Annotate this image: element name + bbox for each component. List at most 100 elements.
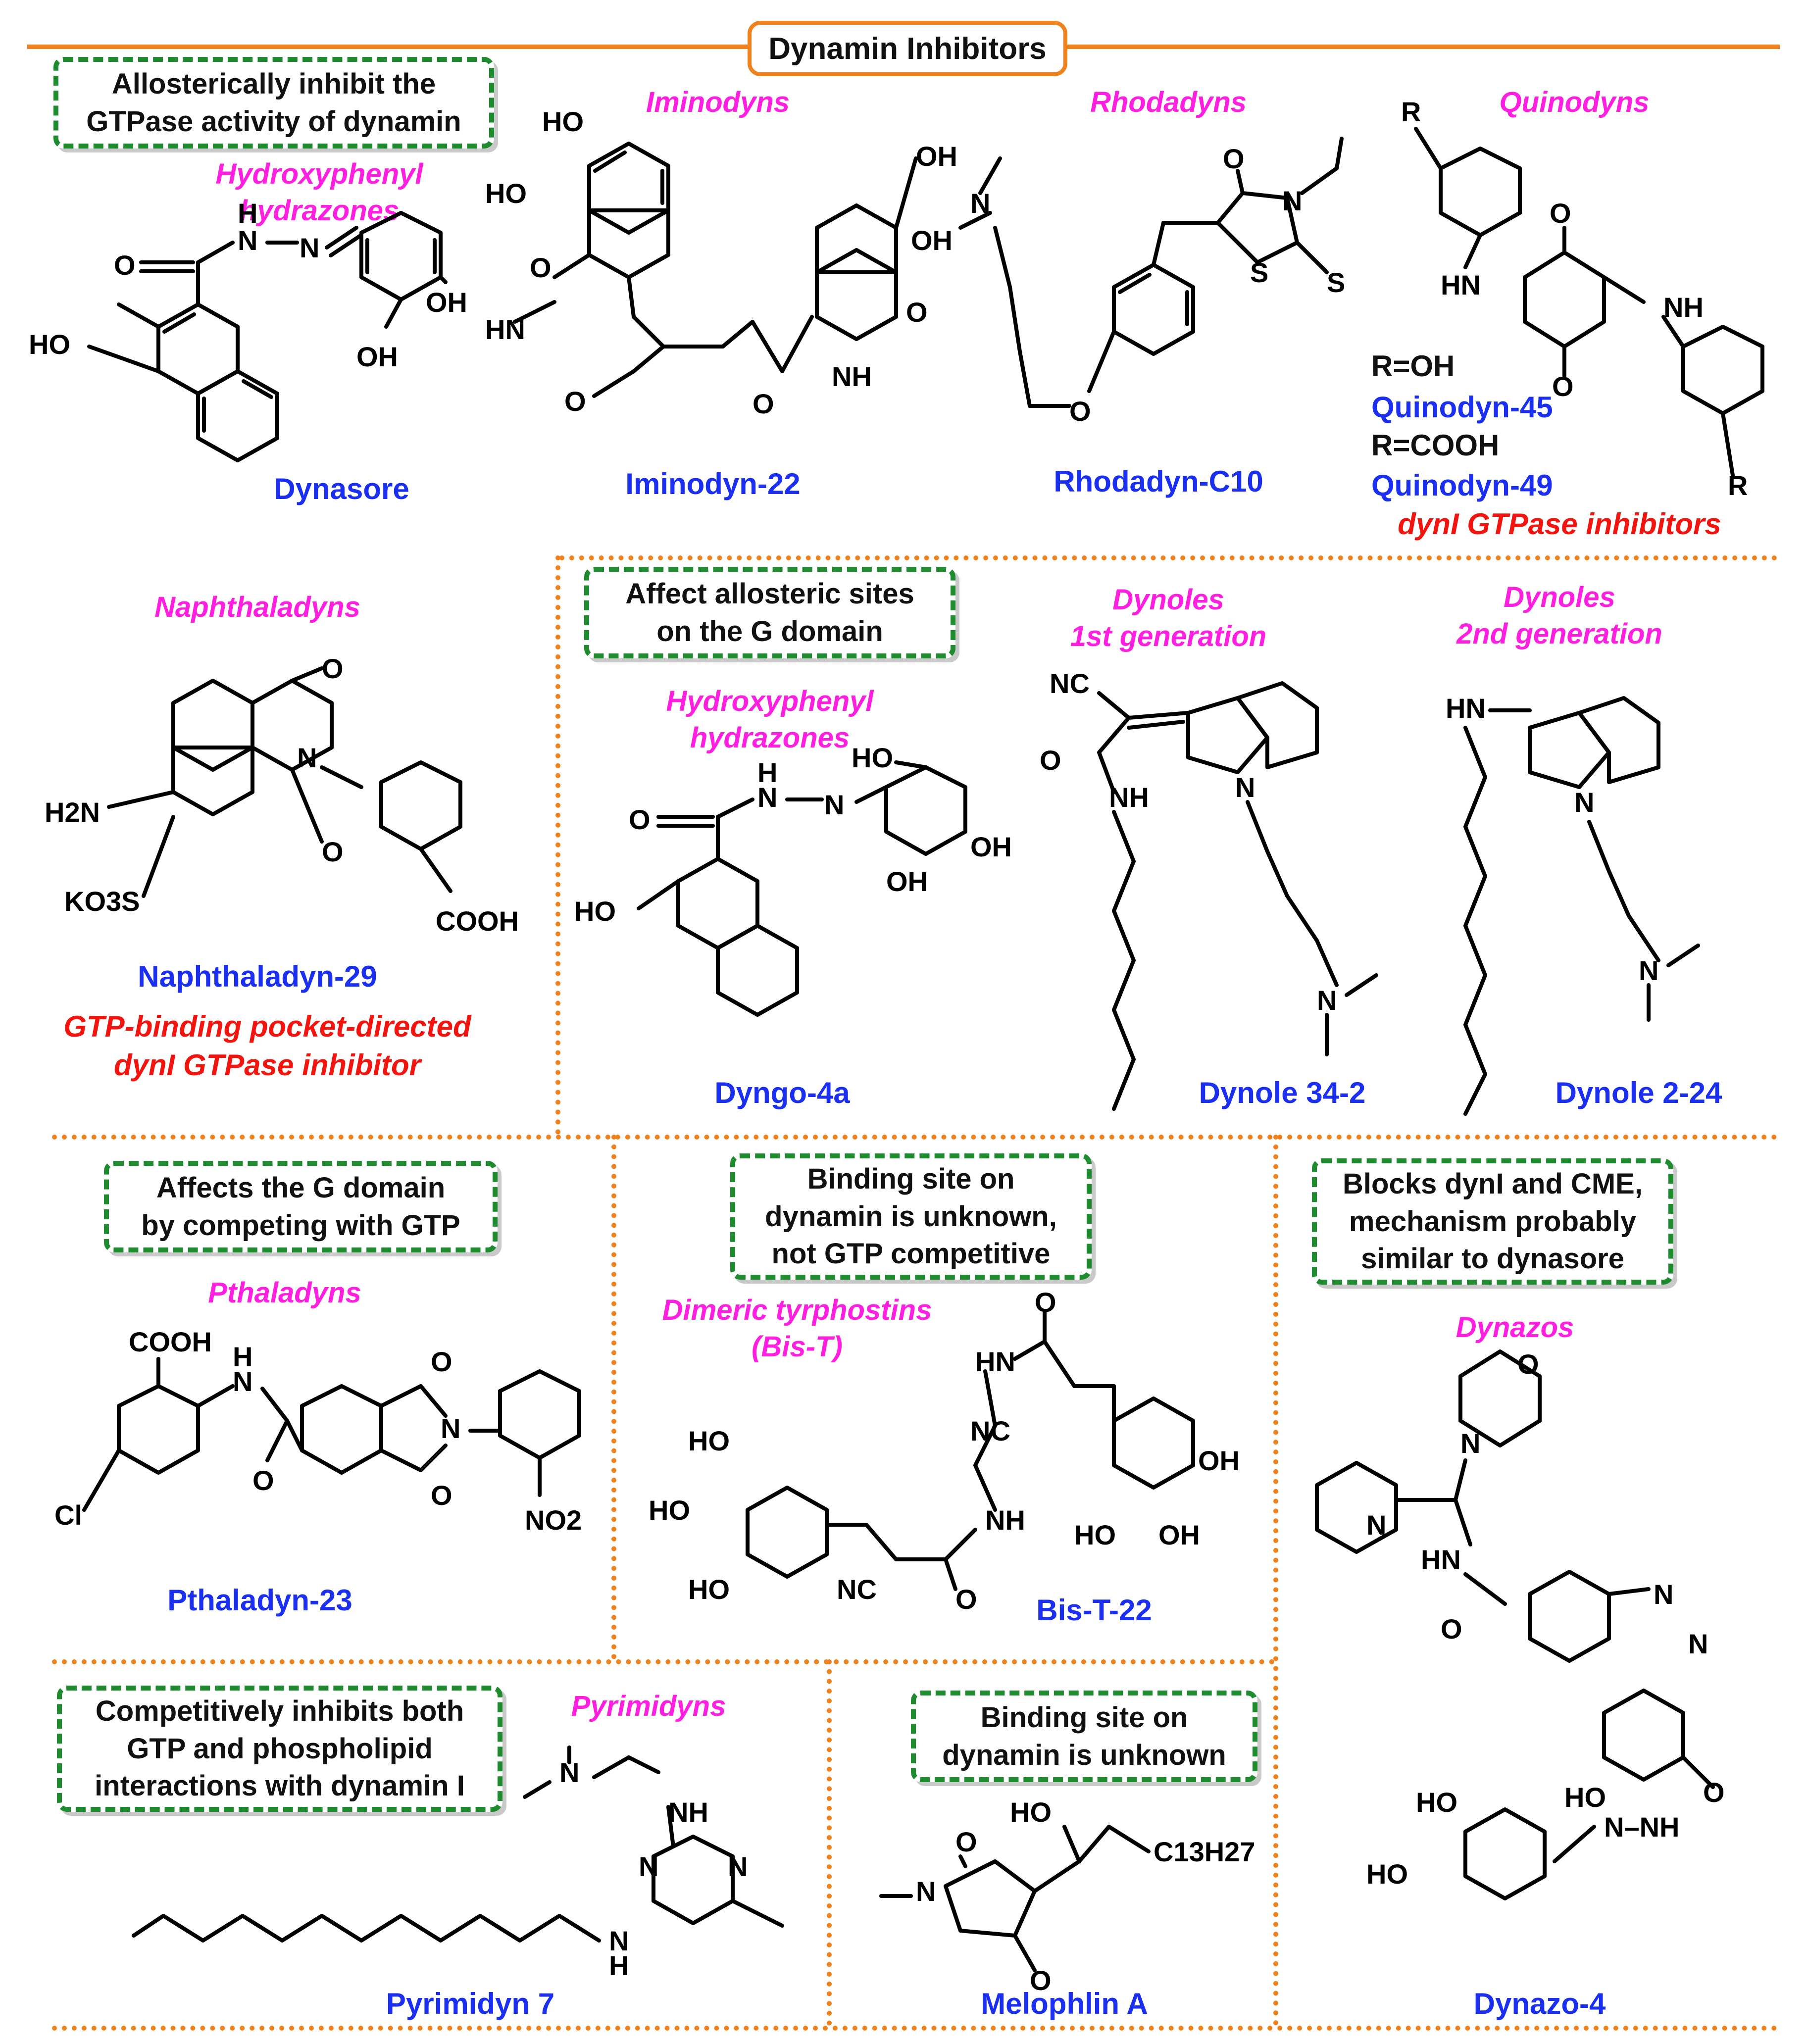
compound-bis-t-22: Bis-T-22: [1036, 1594, 1152, 1627]
svg-text:NC: NC: [1050, 668, 1090, 699]
svg-text:O: O: [1550, 198, 1571, 229]
svg-text:HO: HO: [688, 1425, 730, 1456]
mechanism-unknown-not-competitive: Binding site on dynamin is unknown, not …: [730, 1153, 1092, 1280]
mechanism-unknown: Binding site on dynamin is unknown: [911, 1691, 1257, 1782]
svg-text:O: O: [1223, 143, 1245, 174]
mechanism-blocks-cme: Blocks dynI and CME, mechanism probably …: [1312, 1158, 1673, 1285]
svg-text:R: R: [1401, 96, 1421, 127]
class-quinodyns: Quinodyns: [1499, 86, 1650, 118]
svg-text:O: O: [1040, 745, 1061, 776]
svg-text:N: N: [300, 232, 319, 263]
svg-text:OH: OH: [356, 341, 398, 372]
svg-text:OH: OH: [911, 225, 953, 256]
mechanism-competitive-both: Competitively inhibits both GTP and phos…: [57, 1686, 502, 1812]
svg-text:H: H: [233, 1341, 252, 1372]
class-dynoles-1st: Dynoles 1st generation: [1070, 584, 1267, 653]
svg-text:O: O: [114, 249, 136, 281]
compound-iminodyn-22: Iminodyn-22: [625, 467, 801, 500]
svg-text:O: O: [252, 1465, 274, 1496]
mechanism-compete-gtp: Affects the G domain by competing with G…: [104, 1161, 498, 1252]
class-hydroxyphenyl-hydrazones-2: Hydroxyphenyl hydrazones: [666, 685, 874, 754]
structure-dynole-2-24: HN N N: [1446, 693, 1700, 1116]
svg-text:KO3S: KO3S: [64, 886, 140, 917]
divider-row1: [559, 555, 1777, 560]
class-pthaladyns: Pthaladyns: [208, 1277, 361, 1309]
class-hydroxyphenyl-hydrazones-1: Hydroxyphenyl hydrazones: [215, 158, 423, 227]
mechanism-allosteric-g-domain: Affect allosteric sites on the G domain: [584, 567, 955, 658]
svg-text:N: N: [1317, 985, 1337, 1016]
class-iminodyns: Iminodyns: [646, 86, 790, 118]
svg-text:N: N: [233, 1366, 252, 1397]
svg-text:NH: NH: [832, 361, 872, 392]
compound-dynole-34-2: Dynole 34-2: [1199, 1076, 1366, 1109]
svg-text:NO2: NO2: [525, 1504, 582, 1536]
svg-text:OH: OH: [916, 141, 957, 172]
compound-dynole-2-24: Dynole 2-24: [1555, 1076, 1722, 1109]
svg-text:O: O: [322, 653, 344, 684]
mechanism-allosteric-gtpase: Allosterically inhibit the GTPase activi…: [53, 57, 494, 149]
svg-text:COOH: COOH: [436, 905, 519, 937]
svg-text:HO: HO: [1074, 1519, 1116, 1550]
structure-pthaladyn-23: COOH Cl HN O O O N NO2: [54, 1326, 582, 1536]
svg-text:OH: OH: [1158, 1519, 1200, 1550]
compound-quinodyn-49: Quinodyn-49: [1371, 469, 1553, 502]
svg-text:N: N: [1282, 185, 1302, 216]
svg-text:HN: HN: [1441, 269, 1481, 300]
divider-row2: [52, 1135, 1777, 1140]
structure-dynasore: HO O N H N OH OH: [29, 198, 467, 462]
class-naphthaladyns: Naphthaladyns: [154, 591, 360, 623]
svg-text:HN: HN: [1421, 1544, 1461, 1575]
svg-text:N: N: [757, 782, 777, 813]
compound-melophlin-a: Melophlin A: [981, 1987, 1148, 2020]
compound-naphthaladyn-29: Naphthaladyn-29: [138, 960, 377, 993]
svg-text:O: O: [1035, 1287, 1056, 1318]
svg-text:N: N: [1639, 955, 1658, 986]
svg-text:N: N: [1460, 1428, 1480, 1459]
compound-dynasore: Dynasore: [274, 472, 409, 505]
svg-text:NH: NH: [1663, 292, 1704, 323]
svg-text:N: N: [609, 1925, 629, 1956]
note-naphthaladyn: GTP-binding pocket-directed dynI GTPase …: [63, 1010, 471, 1082]
svg-text:H: H: [757, 757, 777, 788]
quinodyn-r-oh: R=OH: [1371, 349, 1455, 383]
svg-text:HO: HO: [542, 106, 584, 137]
svg-text:OH: OH: [886, 866, 928, 897]
svg-text:Cl: Cl: [54, 1499, 82, 1531]
svg-text:HN: HN: [975, 1346, 1015, 1377]
svg-text:O: O: [1069, 396, 1091, 427]
svg-text:N: N: [1688, 1628, 1708, 1659]
svg-text:H: H: [238, 198, 257, 229]
class-dimeric-tyrphostins: Dimeric tyrphostins (Bis-T): [662, 1294, 932, 1363]
svg-text:HO: HO: [29, 329, 70, 360]
svg-text:HN: HN: [1446, 693, 1486, 724]
svg-text:NH: NH: [985, 1504, 1025, 1536]
note-quinodyn: dynI GTPase inhibitors: [1398, 507, 1721, 541]
divider-row3: [52, 1659, 1275, 1664]
compound-pthaladyn-23: Pthaladyn-23: [167, 1584, 352, 1617]
structure-dynole-34-2: NC O NH N N: [1040, 668, 1378, 1111]
svg-text:O: O: [1517, 1348, 1539, 1380]
svg-text:N: N: [639, 1851, 658, 1882]
svg-text:O: O: [1552, 371, 1574, 402]
svg-text:O: O: [629, 804, 651, 835]
svg-text:O: O: [431, 1346, 452, 1377]
svg-text:HO: HO: [574, 896, 616, 927]
svg-text:O: O: [1030, 1965, 1052, 1996]
divider-melophlin: [827, 1659, 832, 2026]
svg-text:O: O: [1441, 1613, 1462, 1645]
svg-text:O: O: [530, 252, 552, 283]
svg-text:OH: OH: [970, 831, 1012, 862]
svg-text:OH: OH: [426, 287, 467, 318]
divider-dynazo: [1273, 1135, 1278, 2026]
svg-text:H2N: H2N: [45, 797, 100, 828]
svg-text:N: N: [1235, 772, 1255, 803]
svg-text:O: O: [753, 388, 774, 419]
svg-text:NC: NC: [837, 1574, 877, 1605]
svg-text:HN: HN: [485, 314, 525, 345]
svg-text:N: N: [1366, 1509, 1386, 1541]
